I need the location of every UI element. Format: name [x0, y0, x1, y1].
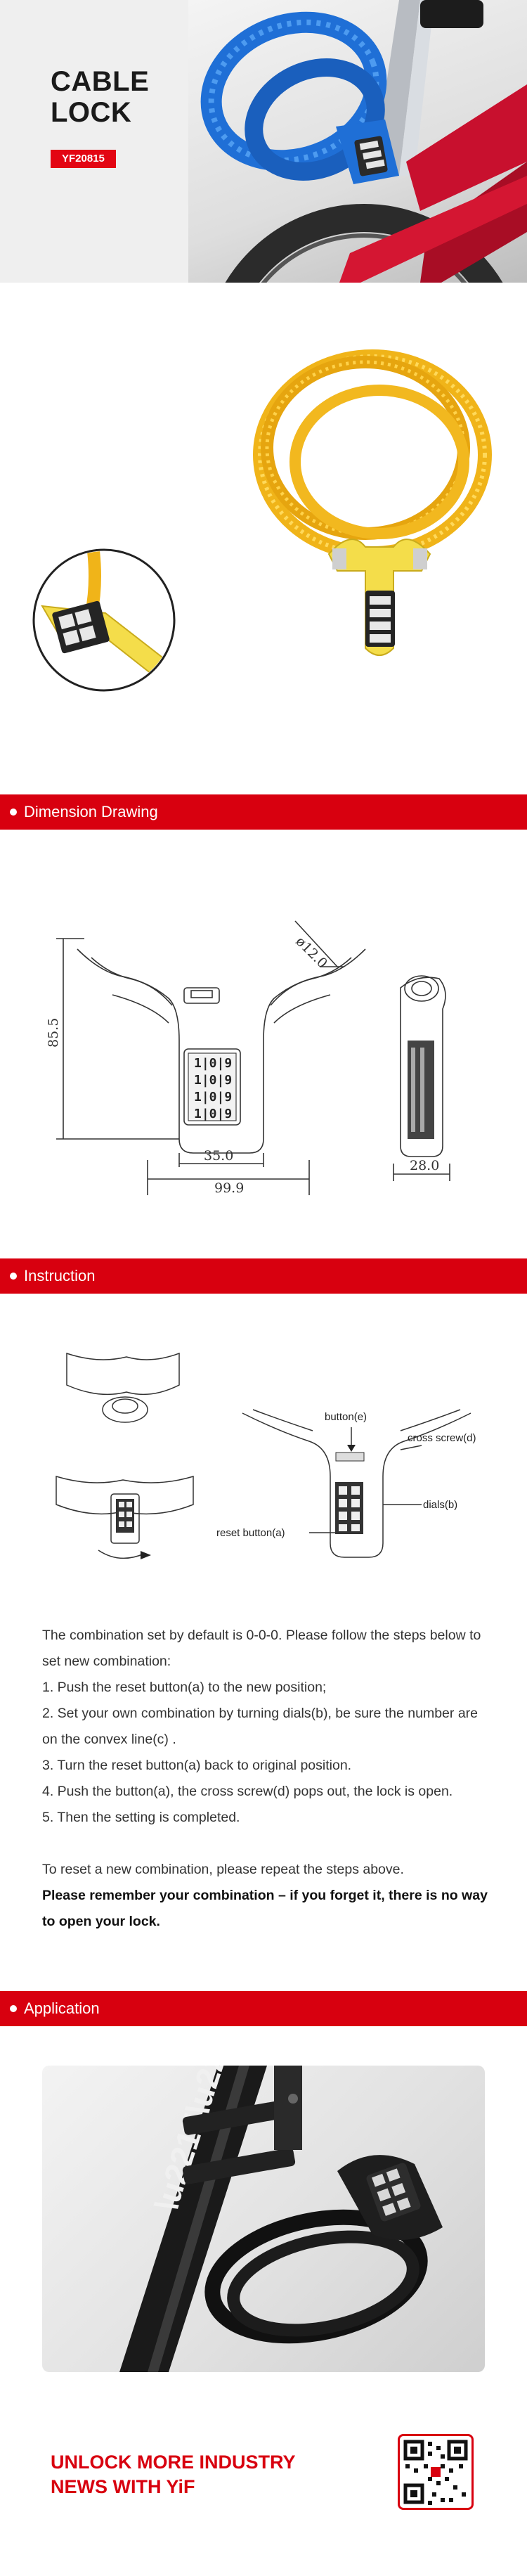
instruction-reset-note: To reset a new combination, please repea… — [42, 1862, 404, 1877]
yellow-lock-head — [327, 539, 431, 656]
white-dot-icon — [10, 809, 17, 816]
instruction-step-5: 5. Then the setting is completed. — [42, 1810, 240, 1825]
button-label: button(e) — [325, 1411, 367, 1423]
svg-text:1|0|9: 1|0|9 — [194, 1090, 232, 1105]
warning-text: Please remember your combination – if yo… — [42, 1888, 488, 1929]
section-bar-application: Application — [0, 1991, 527, 2026]
hero-text-panel: CABLE LOCK YF20815 — [0, 0, 188, 283]
section-bar-instruction: Instruction — [0, 1258, 527, 1294]
inner-width-label: 35.0 — [204, 1148, 233, 1164]
cross-screw-label: cross screw(d) — [408, 1432, 476, 1444]
yellow-cable-lock-product-view — [32, 349, 492, 692]
small-lock-dials — [116, 1499, 134, 1533]
height-label: 85.5 — [46, 1018, 61, 1048]
depth-label: 28.0 — [410, 1158, 439, 1173]
svg-text:1|0|9: 1|0|9 — [194, 1056, 232, 1071]
dimension-drawing: 1|0|9 1|0|9 1|0|9 1|0|9 ø12.0 85.5 35.0 … — [46, 920, 450, 1196]
qr-code-icon — [403, 2440, 468, 2505]
section-title: Instruction — [24, 1267, 96, 1284]
section-title: Dimension Drawing — [24, 803, 158, 820]
yellow-cable-coil — [253, 349, 492, 560]
blue-cable-lock-on-bike-image — [200, 0, 527, 283]
black-cable-lock-on-bike-image: \u2215\u2215\u2215 — [119, 2066, 443, 2372]
white-dot-icon — [10, 2005, 17, 2012]
white-dot-icon — [10, 1273, 17, 1280]
model-badge: YF20815 — [51, 150, 116, 168]
instruction-step-1: 1. Push the reset button(a) to the new p… — [42, 1680, 327, 1695]
product-title: CABLE LOCK — [51, 66, 150, 128]
instruction-dials — [335, 1482, 363, 1534]
svg-text:1|0|9: 1|0|9 — [194, 1073, 232, 1088]
instruction-diagram: button(e) cross screw(d) dials(b) reset … — [56, 1352, 476, 1559]
hero-product-photo — [188, 0, 527, 283]
dials-label: dials(b) — [423, 1499, 457, 1511]
outer-width-label: 99.9 — [214, 1180, 244, 1196]
instruction-step-4: 4. Push the button(a), the cross screw(d… — [42, 1784, 453, 1799]
side-view-dial-texture — [408, 1041, 434, 1139]
instruction-text: The combination set by default is 0-0-0.… — [42, 1623, 492, 1935]
lock-detail-zoom-circle — [32, 548, 176, 692]
reset-button-label: reset button(a) — [216, 1527, 285, 1539]
instruction-step-2: 2. Set your own combination by turning d… — [42, 1706, 479, 1747]
dial-window: 1|0|9 1|0|9 1|0|9 1|0|9 — [188, 1052, 237, 1121]
svg-text:1|0|9: 1|0|9 — [194, 1107, 232, 1121]
section-bar-dimension: Dimension Drawing — [0, 794, 527, 830]
instruction-step-3: 3. Turn the reset button(a) back to orig… — [42, 1758, 352, 1773]
rotate-arrow-icon — [141, 1551, 151, 1559]
application-photo: \u2215\u2215\u2215 — [42, 2066, 485, 2372]
instruction-intro: The combination set by default is 0-0-0.… — [42, 1628, 481, 1669]
hero-banner: CABLE LOCK YF20815 — [0, 0, 527, 283]
qr-code[interactable] — [398, 2434, 474, 2510]
section-title: Application — [24, 1999, 100, 2017]
footer-slogan: UNLOCK MORE INDUSTRY NEWS WITH YiF — [51, 2452, 296, 2497]
